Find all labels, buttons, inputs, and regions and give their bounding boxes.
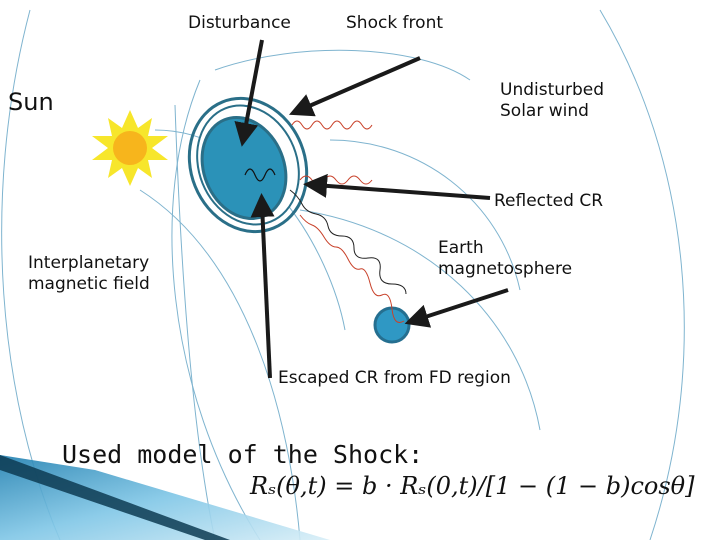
wave-black-inside: [244, 168, 276, 182]
pointer-arrows: [234, 39, 509, 379]
arrow-shock-front: [288, 56, 421, 117]
field-line-7: [139, 189, 301, 540]
wave-red-mid: [299, 175, 373, 185]
arrow-escaped-cr: [250, 193, 275, 379]
wave-red-upper: [291, 120, 373, 130]
label-undisturbed-solar-wind: Undisturbed Solar wind: [500, 80, 605, 121]
wave-black-escape: [289, 189, 407, 295]
arrow-disturbance: [234, 39, 264, 147]
shock-formula: Rₛ(θ,t) = b · Rₛ(0,t)/[1 − (1 − b)cosθ]: [250, 472, 695, 500]
label-disturbance: Disturbance: [188, 13, 291, 33]
model-title: Used model of the Shock:: [62, 440, 424, 469]
label-shock-front: Shock front: [346, 13, 444, 33]
earth-magnetosphere-icon: [373, 306, 411, 344]
wave-red-escape: [299, 214, 405, 323]
sun-icon: [92, 110, 168, 186]
field-line-4: [329, 139, 521, 291]
sun-core: [113, 131, 147, 165]
label-earth-magnetosphere: Earth magnetosphere: [438, 238, 573, 279]
field-line-8: [599, 9, 685, 540]
label-sun: Sun: [8, 88, 54, 116]
arrow-earth-magnetosphere: [404, 288, 509, 328]
corner-stripe: [0, 455, 230, 540]
label-escaped-cr: Escaped CR from FD region: [278, 368, 511, 388]
field-line-5: [299, 209, 541, 431]
label-interplanetary-magnetic-field: Interplanetary magnetic field: [28, 253, 150, 294]
corner-decoration: [0, 455, 330, 540]
shock-shell-outer: [187, 96, 309, 234]
field-line-3: [214, 49, 471, 81]
arrow-reflected-cr: [303, 173, 491, 200]
label-reflected-cr: Reflected CR: [494, 191, 604, 211]
